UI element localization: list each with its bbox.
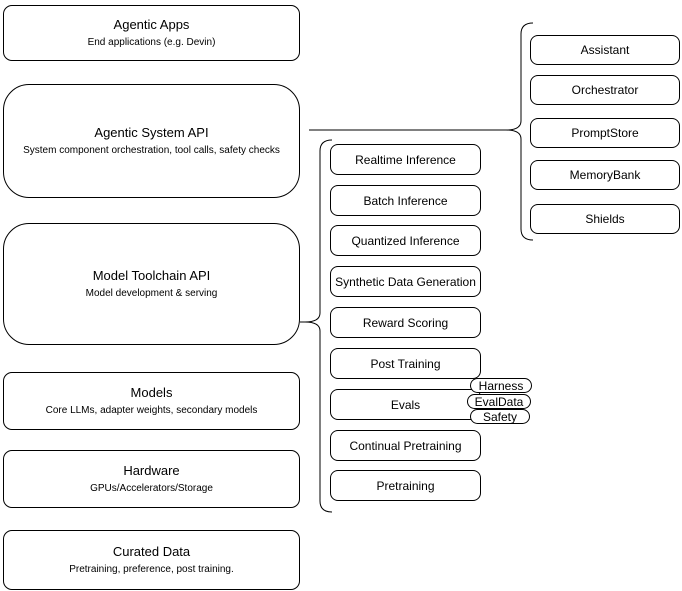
node-hardware: Hardware GPUs/Accelerators/Storage [3, 450, 300, 508]
node-agentic-system-api: Agentic System API System component orch… [3, 84, 300, 198]
node-label: PromptStore [571, 126, 639, 140]
node-label: Assistant [580, 43, 630, 57]
node-agentic-apps: Agentic Apps End applications (e.g. Devi… [3, 5, 300, 61]
node-title: Hardware [123, 463, 180, 478]
node-continual-pretraining: Continual Pretraining [330, 430, 481, 461]
node-label: Continual Pretraining [349, 438, 462, 453]
node-label: Pretraining [376, 478, 435, 493]
node-label: Reward Scoring [362, 315, 449, 330]
node-shields: Shields [530, 204, 680, 234]
node-curated-data: Curated Data Pretraining, preference, po… [3, 530, 300, 590]
node-synthetic-data-generation: Synthetic Data Generation [330, 266, 481, 297]
node-orchestrator: Orchestrator [530, 75, 680, 105]
node-subtitle: Core LLMs, adapter weights, secondary mo… [45, 405, 258, 416]
node-subtitle: Pretraining, preference, post training. [69, 564, 234, 575]
node-quantized-inference: Quantized Inference [330, 225, 481, 256]
node-model-toolchain-api: Model Toolchain API Model development & … [3, 223, 300, 345]
node-label: Realtime Inference [355, 152, 456, 167]
node-pretraining: Pretraining [330, 470, 481, 501]
node-title: Models [130, 385, 173, 400]
node-subtitle: GPUs/Accelerators/Storage [90, 483, 213, 494]
node-label: Synthetic Data Generation [335, 274, 476, 289]
node-assistant: Assistant [530, 35, 680, 65]
node-label: Orchestrator [571, 83, 639, 97]
node-batch-inference: Batch Inference [330, 185, 481, 216]
node-memorybank: MemoryBank [530, 160, 680, 190]
node-label: Post Training [370, 356, 441, 371]
node-reward-scoring: Reward Scoring [330, 307, 481, 338]
node-models: Models Core LLMs, adapter weights, secon… [3, 372, 300, 430]
node-label: MemoryBank [569, 168, 641, 182]
node-subtitle: System component orchestration, tool cal… [23, 145, 280, 156]
node-eval-safety: Safety [470, 409, 530, 424]
node-title: Agentic Apps [113, 17, 190, 32]
middle-column-brace [304, 139, 333, 513]
node-label: Batch Inference [363, 193, 448, 208]
node-label: Safety [482, 409, 518, 424]
node-post-training: Post Training [330, 348, 481, 379]
node-label: EvalData [474, 394, 524, 409]
right-column-brace [505, 22, 534, 241]
node-subtitle: End applications (e.g. Devin) [87, 37, 216, 48]
node-realtime-inference: Realtime Inference [330, 144, 481, 175]
node-title: Agentic System API [94, 125, 209, 140]
node-promptstore: PromptStore [530, 118, 680, 148]
node-title: Model Toolchain API [92, 268, 211, 283]
node-label: Shields [585, 212, 625, 226]
node-label: Evals [390, 397, 421, 412]
node-subtitle: Model development & serving [85, 288, 218, 299]
node-label: Harness [478, 378, 524, 393]
node-title: Curated Data [112, 544, 191, 559]
node-evals: Evals [330, 389, 481, 420]
node-eval-evaldata: EvalData [467, 394, 531, 409]
node-eval-harness: Harness [470, 378, 532, 393]
node-label: Quantized Inference [351, 233, 460, 248]
